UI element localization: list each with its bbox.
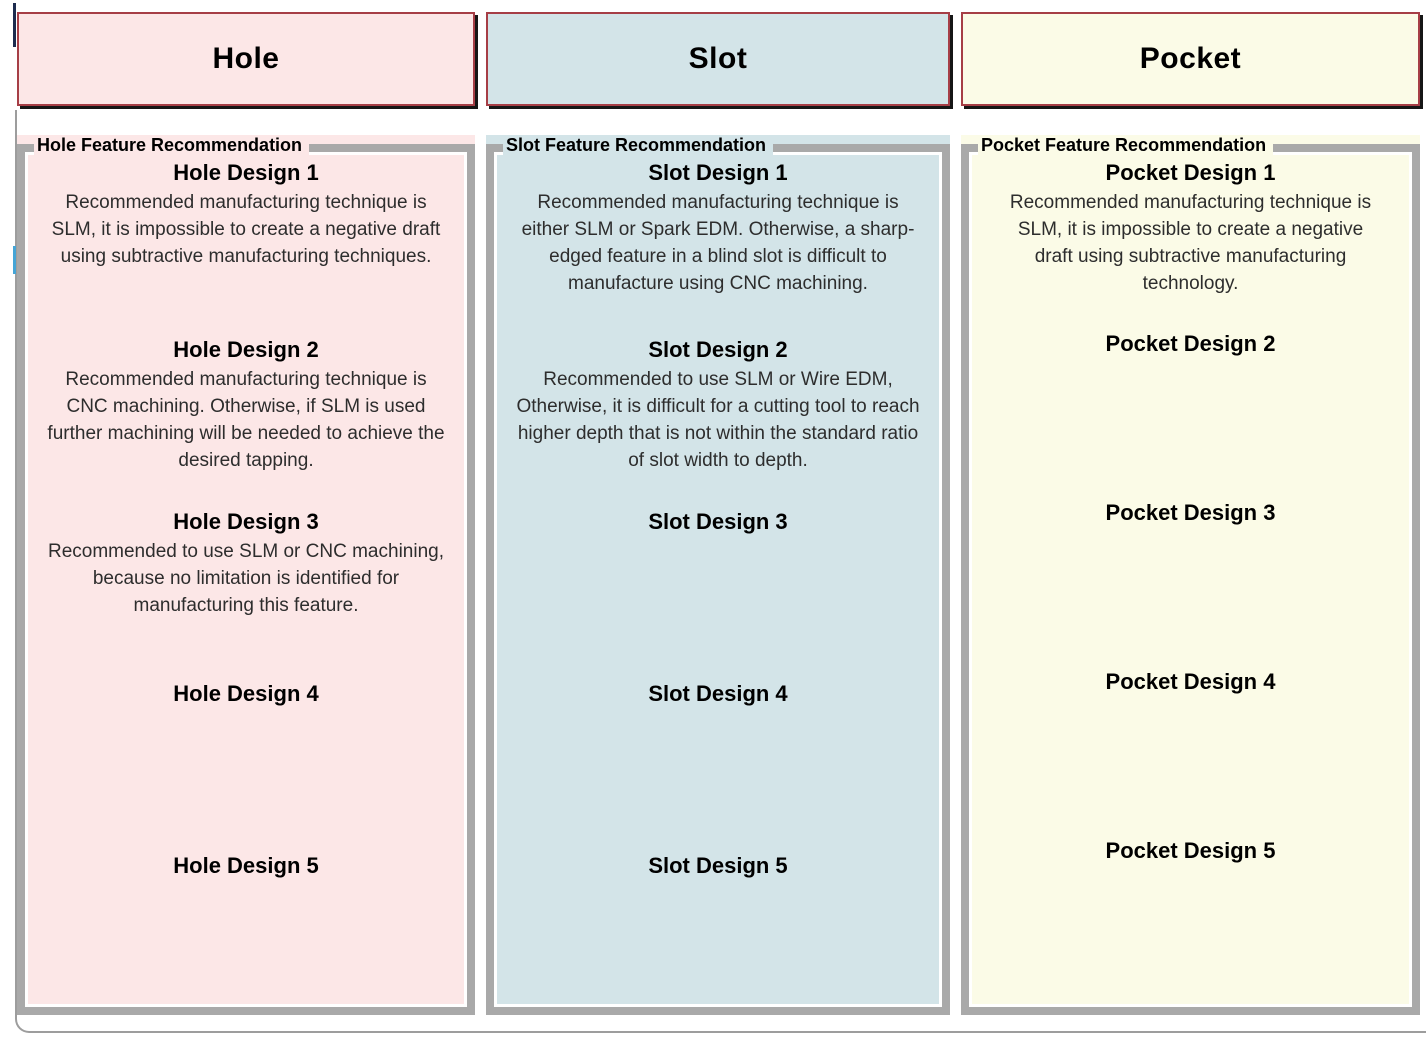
design-title: Slot Design 1 [648, 160, 788, 185]
design-block: Slot Design 4 [512, 680, 924, 852]
design-title: Slot Design 4 [648, 681, 788, 706]
pocket-header-box: Pocket [961, 12, 1420, 106]
design-description: Recommended to use SLM or Wire EDM, Othe… [516, 369, 920, 471]
slot-design-list: Slot Design 1 Recommended manufacturing … [512, 159, 924, 1024]
design-block: Slot Design 3 [512, 508, 924, 680]
design-block: Slot Design 1 Recommended manufacturing … [512, 159, 924, 336]
design-title: Hole Design 1 [173, 160, 319, 185]
column-slot: Slot Slot Feature Recommendation Slot De… [486, 12, 950, 1015]
design-block: Hole Design 3 Recommended to use SLM or … [43, 508, 449, 680]
pocket-groupbox: Pocket Feature Recommendation Pocket Des… [961, 135, 1420, 1015]
design-block: Pocket Design 2 [987, 330, 1394, 499]
design-title: Hole Design 5 [173, 853, 319, 878]
design-block: Hole Design 5 [43, 852, 449, 1024]
pocket-groupbox-title: Pocket Feature Recommendation [978, 135, 1274, 155]
slot-header-box: Slot [486, 12, 950, 106]
design-title: Hole Design 2 [173, 337, 319, 362]
design-title: Slot Design 2 [648, 337, 788, 362]
hole-groupbox-title: Hole Feature Recommendation [34, 135, 310, 155]
design-title: Hole Design 4 [173, 681, 319, 706]
design-title: Pocket Design 5 [1105, 838, 1276, 863]
text-cursor-mark [13, 3, 16, 47]
design-block: Hole Design 4 [43, 680, 449, 852]
column-pocket: Pocket Pocket Feature Recommendation Poc… [961, 12, 1420, 1015]
design-description: Recommended manufacturing technique is C… [47, 369, 445, 471]
design-title: Pocket Design 3 [1105, 500, 1276, 525]
design-block: Pocket Design 1 Recommended manufacturin… [987, 159, 1394, 330]
design-block: Pocket Design 4 [987, 668, 1394, 837]
design-title: Hole Design 3 [173, 509, 319, 534]
slot-groupbox-title: Slot Feature Recommendation [503, 135, 774, 155]
design-block: Pocket Design 3 [987, 499, 1394, 668]
feature-columns: Hole Hole Feature Recommendation Hole De… [17, 12, 1420, 1015]
design-block: Slot Design 2 Recommended to use SLM or … [512, 336, 924, 508]
design-description: Recommended manufacturing technique is S… [51, 192, 441, 267]
design-title: Pocket Design 4 [1105, 669, 1276, 694]
left-edge-tick [13, 246, 16, 274]
hole-header-label: Hole [212, 42, 280, 75]
pocket-header-label: Pocket [1139, 42, 1242, 75]
design-description: Recommended to use SLM or CNC machining,… [47, 541, 444, 616]
design-block: Hole Design 1 Recommended manufacturing … [43, 159, 449, 336]
column-hole: Hole Hole Feature Recommendation Hole De… [17, 12, 475, 1015]
hole-header-box: Hole [17, 12, 475, 106]
design-block: Hole Design 2 Recommended manufacturing … [43, 336, 449, 508]
pocket-design-list: Pocket Design 1 Recommended manufacturin… [987, 159, 1394, 1006]
design-block: Pocket Design 5 [987, 837, 1394, 1006]
design-title: Pocket Design 2 [1105, 331, 1276, 356]
hole-groupbox: Hole Feature Recommendation Hole Design … [17, 135, 475, 1015]
slot-groupbox: Slot Feature Recommendation Slot Design … [486, 135, 950, 1015]
design-description: Recommended manufacturing technique is S… [1009, 192, 1372, 294]
design-title: Slot Design 3 [648, 509, 788, 534]
hole-design-list: Hole Design 1 Recommended manufacturing … [43, 159, 449, 1024]
design-description: Recommended manufacturing technique is e… [521, 192, 915, 294]
design-title: Pocket Design 1 [1105, 160, 1276, 185]
slot-header-label: Slot [688, 42, 748, 75]
design-title: Slot Design 5 [648, 853, 788, 878]
design-block: Slot Design 5 [512, 852, 924, 1024]
